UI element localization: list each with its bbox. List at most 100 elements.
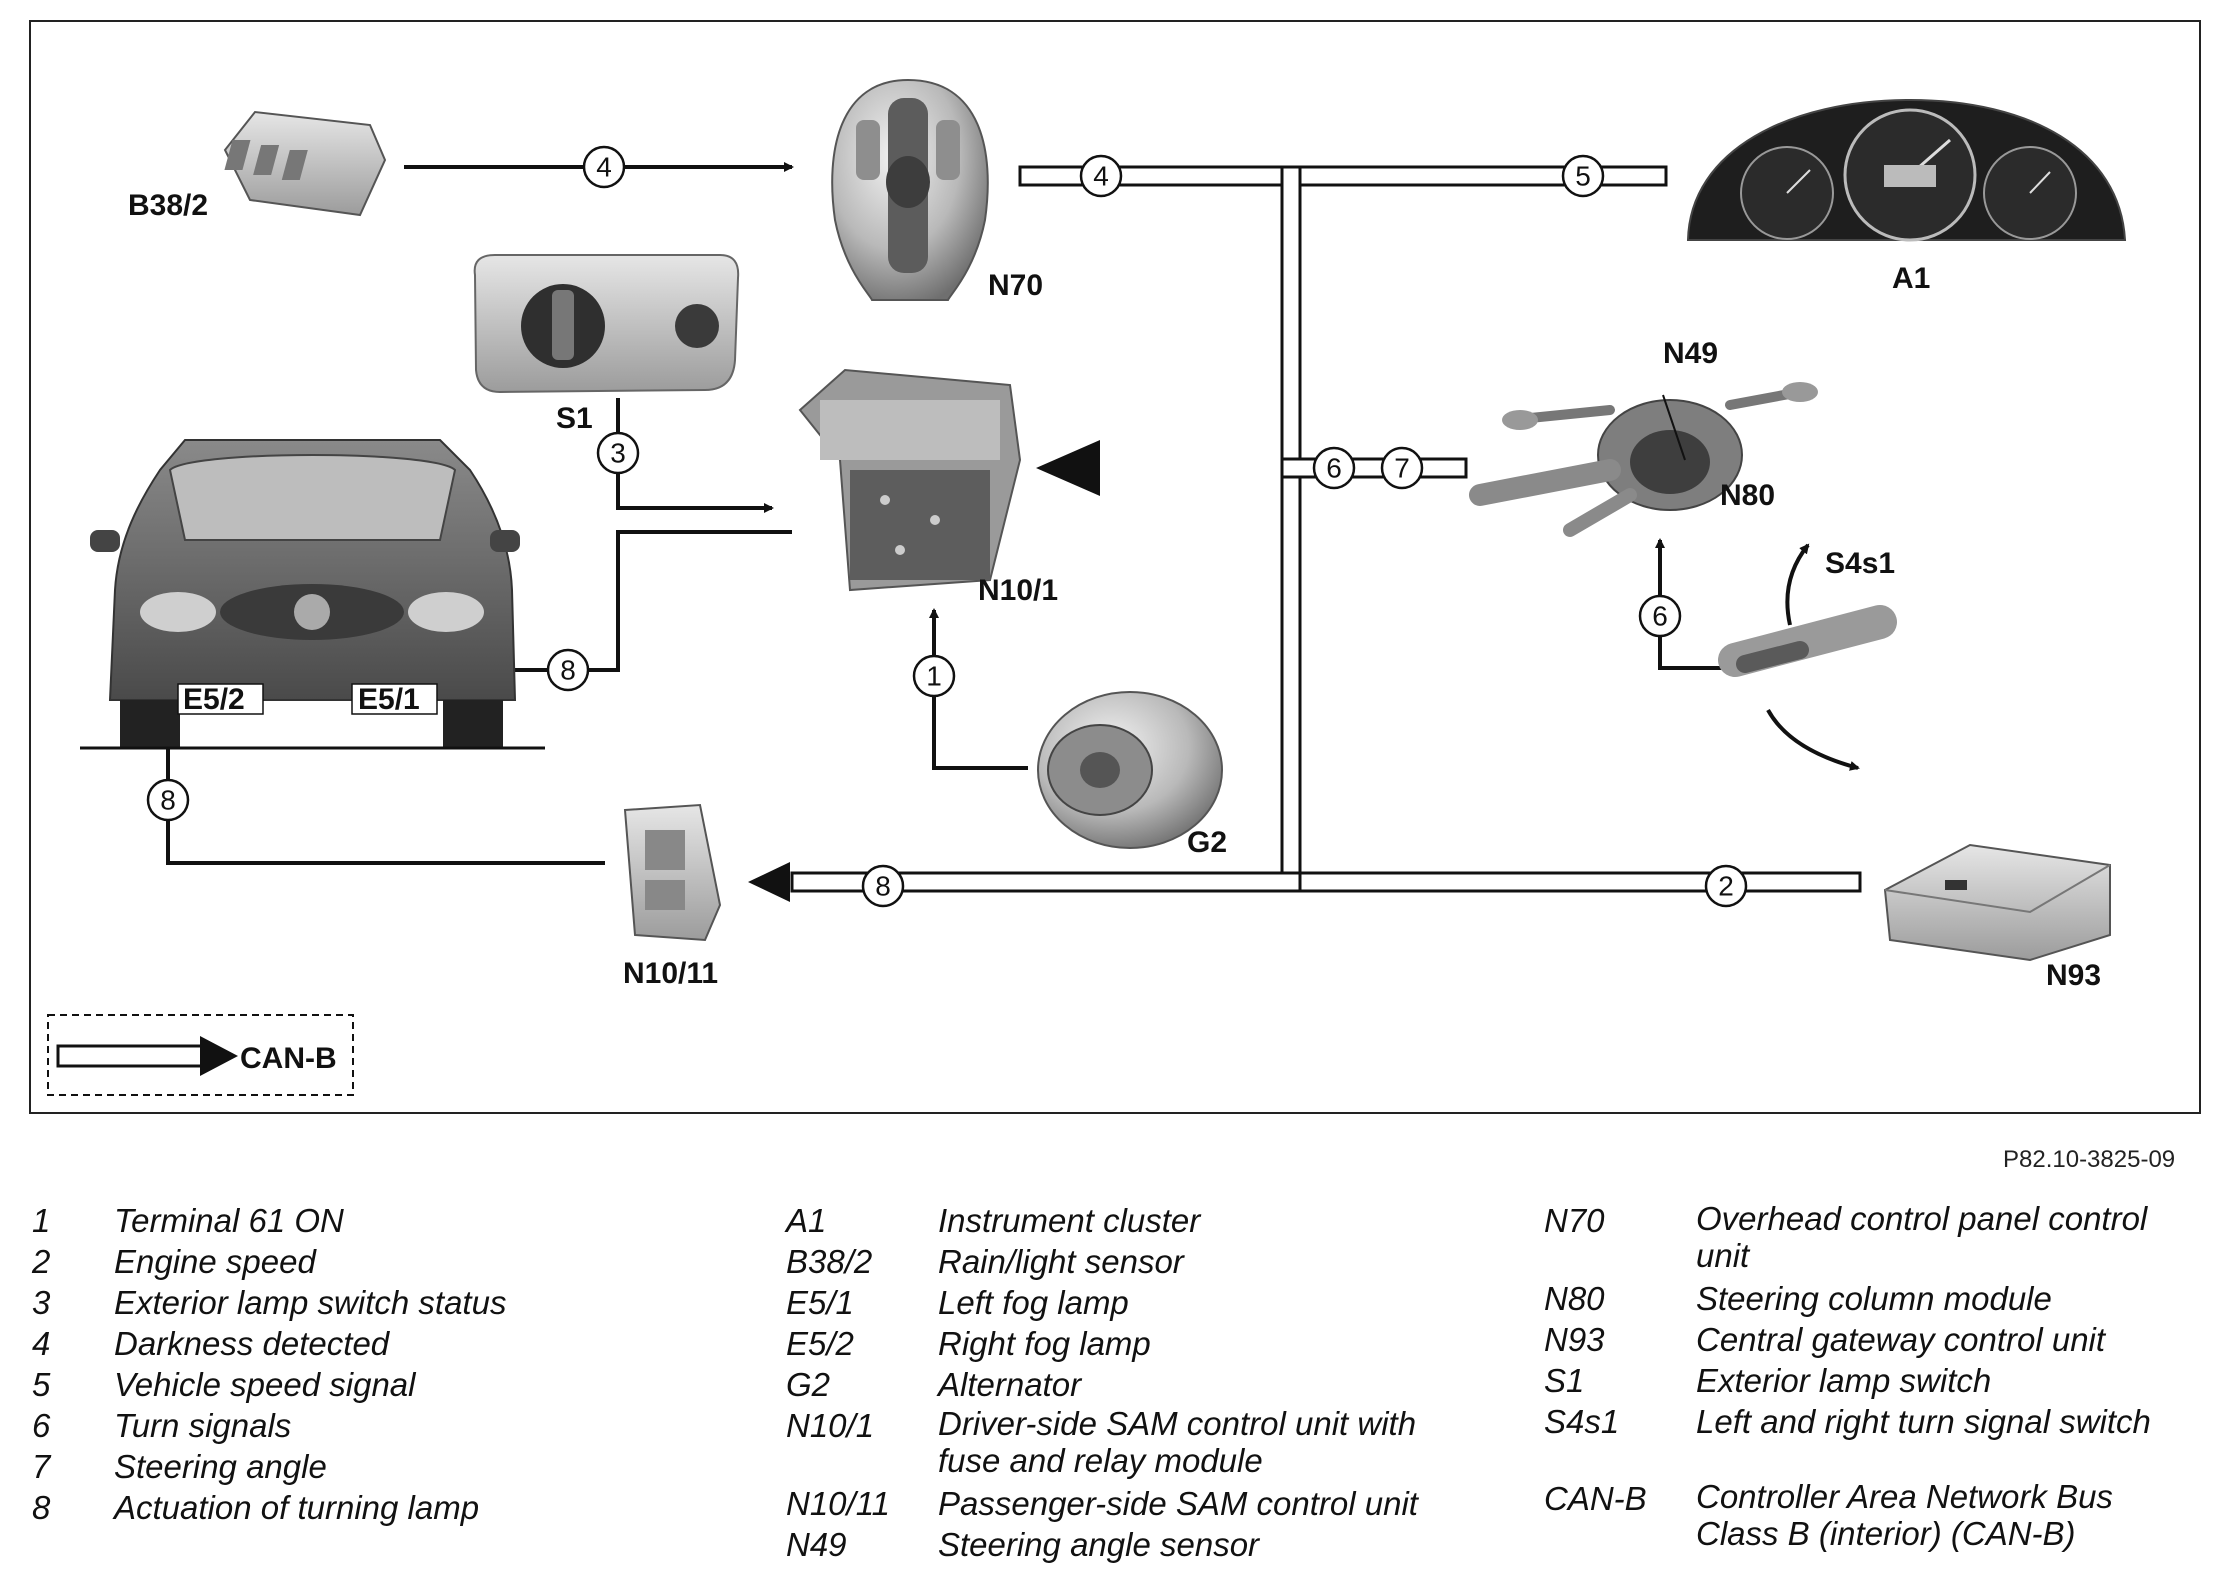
legend-code: N70: [1544, 1202, 1605, 1239]
legend-text: Darkness detected: [114, 1325, 390, 1362]
marker-7-text: 7: [1394, 453, 1410, 484]
legend-text: Steering angle: [114, 1448, 327, 1485]
legend-row: A1 Instrument cluster: [786, 1200, 1476, 1241]
label-n70: N70: [988, 269, 1043, 302]
exterior-lamp-switch-image: [473, 254, 740, 394]
marker-8a-text: 8: [560, 655, 576, 686]
legend-row: N70 Overhead control panel control unit: [1544, 1200, 2204, 1278]
legend-text: Terminal 61 ON: [114, 1202, 344, 1239]
legend-row: G2 Alternator: [786, 1364, 1476, 1405]
marker-6b: [1638, 594, 1682, 638]
legend-code: CAN-B: [1544, 1480, 1647, 1517]
legend-row: 8 Actuation of turning lamp: [32, 1487, 752, 1528]
marker-2: [1704, 864, 1748, 908]
legend-text: Passenger-side SAM control unit: [938, 1485, 1418, 1522]
marker-5-text: 5: [1575, 161, 1591, 192]
bus-arrow-to-n10-11: [748, 862, 790, 902]
legend-text: Engine speed: [114, 1243, 316, 1280]
signal-line-s1-to-n10-1: [616, 398, 774, 513]
legend-code: 1: [32, 1202, 51, 1239]
marker-2-text: 2: [1718, 871, 1734, 902]
s4s1-up-arrow: [1785, 543, 1810, 626]
legend-text: Exterior lamp switch status: [114, 1284, 507, 1321]
overhead-control-panel-image: [831, 78, 989, 301]
label-n49: N49: [1663, 337, 1718, 370]
legend-code: N80: [1544, 1280, 1605, 1317]
marker-4b: [1079, 154, 1123, 198]
legend-text: Central gateway control unit: [1696, 1321, 2106, 1358]
label-e5-1: E5/1: [358, 683, 420, 716]
driver-sam-control-unit-image: [798, 368, 1022, 592]
marker-8a: [546, 648, 590, 692]
legend-row: N80 Steering column module: [1544, 1278, 2204, 1319]
legend-code: G2: [786, 1366, 831, 1403]
legend-code: E5/1: [786, 1284, 854, 1321]
label-s1: S1: [556, 402, 593, 435]
legend-row: N93 Central gateway control unit: [1544, 1319, 2204, 1360]
can-b-key: CAN-B: [47, 1014, 354, 1096]
marker-6a: [1312, 446, 1356, 490]
signal-line-s4s1-to-n80: [1655, 538, 1735, 670]
legend-text: Steering angle sensor: [938, 1526, 1260, 1563]
legend-code: 4: [32, 1325, 51, 1362]
legend-text: Controller Area Network Bus Class B (int…: [1696, 1478, 2113, 1552]
legend-code: E5/2: [786, 1325, 854, 1362]
legend-text: Alternator: [938, 1366, 1082, 1403]
legend-row: 4 Darkness detected: [32, 1323, 752, 1364]
legend-code: N10/11: [786, 1485, 890, 1522]
legend-code: A1: [786, 1202, 827, 1239]
marker-5: [1561, 154, 1605, 198]
alternator-image: [1037, 691, 1223, 849]
label-s4s1: S4s1: [1825, 547, 1895, 580]
legend-code: S4s1: [1544, 1403, 1620, 1440]
legend-row: N49 Steering angle sensor: [786, 1524, 1476, 1565]
bus-arrow-to-n10-1: [1036, 440, 1100, 496]
legend-code: N49: [786, 1526, 847, 1563]
turn-signal-switch-image: [1718, 605, 1897, 677]
marker-6b-text: 6: [1652, 601, 1668, 632]
marker-1: [912, 654, 956, 698]
marker-4a-text: 4: [596, 152, 612, 183]
legend-text: Exterior lamp switch: [1696, 1362, 1992, 1399]
instrument-cluster-image: [1686, 98, 2127, 242]
legend-text: Steering column module: [1696, 1280, 2052, 1317]
s4s1-down-arrow: [1766, 709, 1860, 771]
label-n10-11: N10/11: [623, 957, 718, 990]
legend-text: Instrument cluster: [938, 1202, 1201, 1239]
figure-reference: P82.10-3825-09: [2003, 1146, 2176, 1173]
label-n93: N93: [2046, 959, 2101, 992]
signal-markers: 4 4 5 3 6 7 6 8 1 8 8 2: [146, 145, 1748, 908]
marker-7: [1380, 446, 1424, 490]
rain-light-sensor-image: [223, 110, 387, 217]
legend-code: N93: [1544, 1321, 1605, 1358]
legend-text: Vehicle speed signal: [114, 1366, 416, 1403]
legend-code: N10/1: [786, 1407, 875, 1444]
legend-code: 8: [32, 1489, 51, 1526]
label-b38-2: B38/2: [128, 189, 208, 222]
label-g2: G2: [1187, 826, 1227, 859]
passenger-sam-control-unit-image: [623, 803, 722, 942]
legend-row: N10/11 Passenger-side SAM control unit: [786, 1483, 1476, 1524]
marker-8c: [861, 864, 905, 908]
steering-column-module-image: [1469, 382, 1818, 537]
legend-row: E5/2 Right fog lamp: [786, 1323, 1476, 1364]
legend-components-b: N70 Overhead control panel control unit N…: [1544, 1200, 2204, 1552]
signal-line-n10-11-to-e5-2: [163, 708, 605, 865]
legend-code: 6: [32, 1407, 51, 1444]
marker-1-text: 1: [926, 661, 942, 692]
marker-8b-text: 8: [160, 785, 176, 816]
legend-text: Right fog lamp: [938, 1325, 1151, 1362]
legend-text: Actuation of turning lamp: [114, 1489, 480, 1526]
legend-row: CAN-B Controller Area Network Bus Class B…: [1544, 1478, 2204, 1552]
legend-text: Overhead control panel control unit: [1696, 1200, 2148, 1274]
marker-4a: [582, 145, 626, 189]
legend-row: 1 Terminal 61 ON: [32, 1200, 752, 1241]
